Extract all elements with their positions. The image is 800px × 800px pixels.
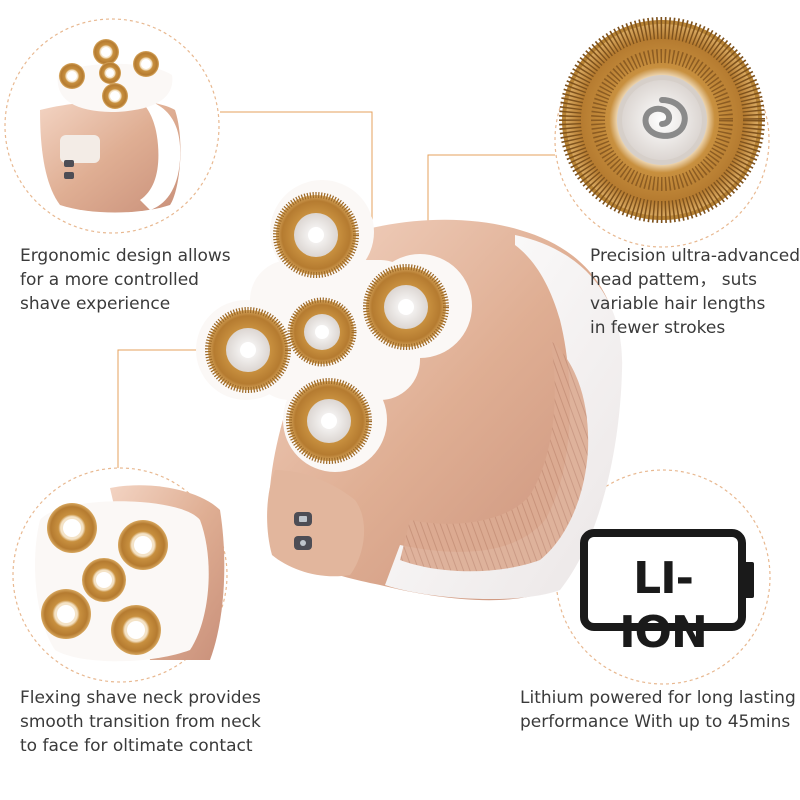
foil-left	[205, 307, 291, 393]
caption-lithium: Lithium powered for long lasting perform…	[520, 686, 796, 734]
foil-center	[287, 297, 357, 367]
caption-line: in fewer strokes	[590, 318, 726, 338]
caption-line: Lithium powered for long lasting	[520, 688, 796, 708]
battery-icon	[580, 529, 754, 631]
caption-line: to face for oltimate contact	[20, 736, 253, 756]
caption-precision: Precision ultra-advanced head pattem， su…	[590, 244, 800, 340]
caption-line: variable hair lengths	[590, 294, 766, 314]
caption-line: Precision ultra-advanced	[590, 246, 800, 266]
caption-line: smooth transition from neck	[20, 712, 261, 732]
caption-line: performance With up to 45mins	[520, 712, 791, 732]
head-closeup	[35, 485, 225, 662]
caption-flexing: Flexing shave neck provides smooth trans…	[20, 686, 261, 758]
shaver-side-view	[40, 39, 181, 213]
foil-top	[273, 192, 359, 278]
caption-line: head pattem， suts	[590, 270, 757, 290]
caption-line: Ergonomic design allows	[20, 246, 231, 266]
caption-line: for a more controlled	[20, 270, 199, 290]
battery-label: LI-ION	[619, 553, 708, 658]
foil-right	[363, 264, 449, 350]
caption-line: shave experience	[20, 294, 171, 314]
caption-ergonomic: Ergonomic design allows for a more contr…	[20, 244, 231, 316]
foil-bottom	[286, 378, 372, 464]
foil-closeup	[559, 17, 765, 223]
caption-line: Flexing shave neck provides	[20, 688, 261, 708]
main-shaver	[196, 180, 623, 601]
